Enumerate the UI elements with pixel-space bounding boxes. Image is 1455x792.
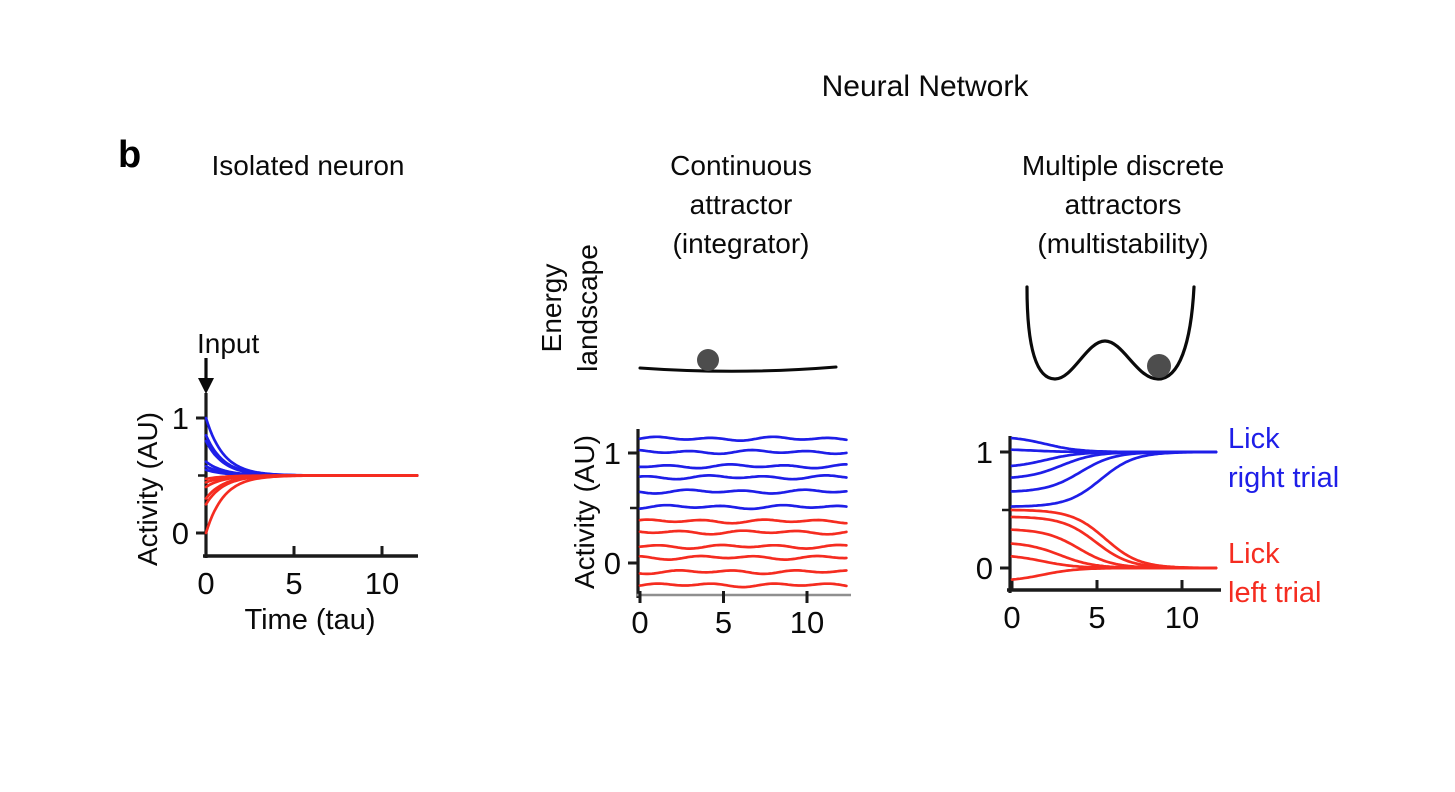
x-axis-label-time: Time (tau) (244, 604, 376, 636)
isolated-neuron-x-tick-label: 5 (285, 566, 302, 601)
isolated-neuron-y-tick-label: 0 (172, 516, 189, 551)
continuous-attractor-trace-red-4 (638, 569, 848, 576)
isolated-neuron-trace-red-5 (204, 474, 419, 535)
column-title-discrete-attractors: Multiple discrete attractors (multistabi… (1021, 150, 1225, 259)
flat-landscape-curve (638, 365, 838, 373)
column-title-isolated-neuron: Isolated neuron (211, 150, 405, 181)
isolated-neuron-x-tick-label: 0 (197, 566, 214, 601)
continuous-attractor-trace-red-3 (638, 554, 848, 561)
continuous-attractor-y-tick-label: 1 (604, 436, 621, 471)
isolated-neuron-x-tick-label: 10 (365, 566, 399, 601)
multiple-discrete-attractors-y-tick-label: 1 (976, 435, 993, 470)
continuous-attractor-trace-blue-3 (638, 474, 848, 481)
multiple-discrete-attractors-trace-blue-5 (1010, 450, 1218, 508)
continuous-attractor-x-tick-label: 0 (631, 605, 648, 640)
continuous-attractor-y-tick-label: 0 (604, 546, 621, 581)
continuous-attractor-trace-blue-5 (638, 503, 848, 511)
multiple-discrete-attractors-trace-red-5 (1010, 566, 1218, 581)
continuous-attractor-trace-red-1 (638, 529, 848, 536)
column-title-continuous-attractor: Continuous attractor (integrator) (670, 150, 812, 259)
legend-lick-left-trial: Lick left trial (1228, 538, 1322, 609)
multiple-discrete-attractors-x-tick-label: 0 (1003, 600, 1020, 635)
input-arrow-head (198, 378, 214, 394)
continuous-attractor-trace-red-2 (638, 543, 848, 550)
figure-title: Neural Network (821, 70, 1029, 103)
isolated-neuron-trace-blue-2 (204, 439, 419, 477)
landscape-ball-center (697, 349, 719, 371)
multiple-discrete-attractors-y-tick-label: 0 (976, 551, 993, 586)
continuous-attractor-trace-red-5 (638, 582, 848, 589)
continuous-attractor-x-tick-label: 10 (790, 605, 824, 640)
input-annotation-label: Input (197, 328, 260, 359)
isolated-neuron-trace-red-4 (204, 474, 419, 506)
isolated-neuron-trace-blue-0 (204, 416, 419, 477)
multiple-discrete-attractors-x-tick-label: 10 (1165, 600, 1199, 635)
continuous-attractor-trace-blue-4 (638, 488, 848, 495)
landscape-ball-right-well (1147, 354, 1171, 378)
legend-lick-right-trial: Lick right trial (1228, 423, 1340, 494)
continuous-attractor-x-tick-label: 5 (715, 605, 732, 640)
continuous-attractor-trace-blue-1 (638, 448, 848, 456)
continuous-attractor-trace-red-0 (638, 518, 848, 525)
double-well-landscape-curve (1025, 285, 1196, 381)
continuous-attractor-trace-blue-0 (638, 435, 848, 442)
multiple-discrete-attractors-x-tick-label: 5 (1088, 600, 1105, 635)
isolated-neuron-y-tick-label: 1 (172, 401, 189, 436)
continuous-attractor-trace-blue-2 (638, 463, 848, 470)
panel-label: b (118, 134, 142, 176)
